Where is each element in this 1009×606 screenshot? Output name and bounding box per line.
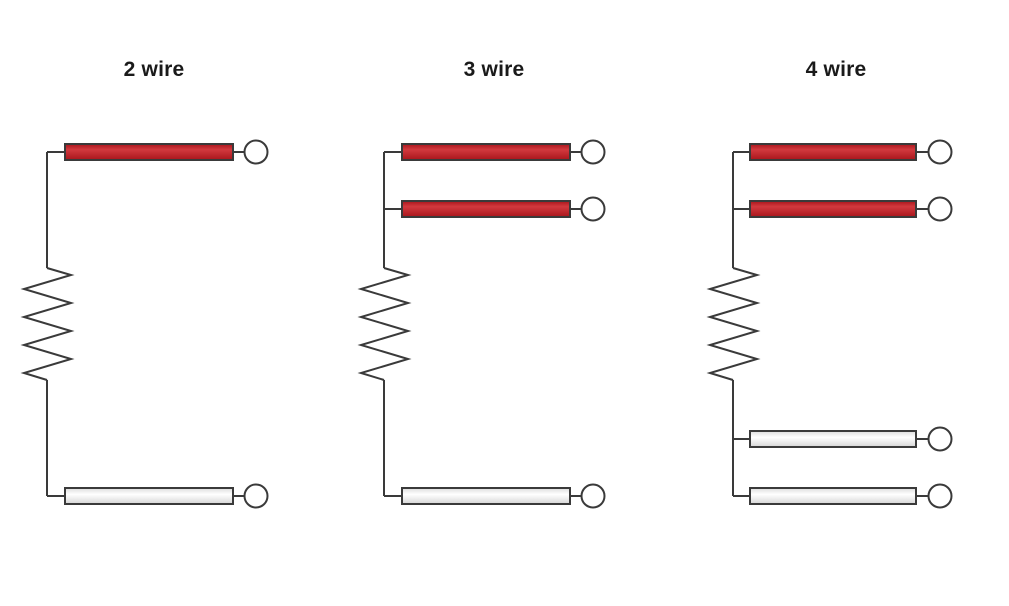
schematic-2-wire xyxy=(20,139,269,509)
terminal-circle-icon xyxy=(243,139,269,165)
terminal-circle-icon xyxy=(580,483,606,509)
terminal-circle-icon xyxy=(243,483,269,509)
red-lead-2 xyxy=(733,196,953,222)
terminal-circle-icon xyxy=(580,139,606,165)
white-lead-insulation xyxy=(749,430,917,448)
terminal-circle-icon xyxy=(580,196,606,222)
white-lead-3 xyxy=(384,483,606,509)
resistor-zigzag-icon xyxy=(706,267,761,381)
white-lead-2 xyxy=(47,483,269,509)
terminal-circle-icon xyxy=(927,139,953,165)
red-lead-1 xyxy=(47,139,269,165)
two-wire-title: 2 wire xyxy=(123,58,185,81)
four-wire-title: 4 wire xyxy=(805,58,867,81)
white-lead-insulation xyxy=(64,487,234,505)
resistor-zigzag-icon xyxy=(357,267,412,381)
terminal-circle-icon xyxy=(927,196,953,222)
terminal-circle-icon xyxy=(927,483,953,509)
white-lead-3 xyxy=(733,426,953,452)
terminal-circle-icon xyxy=(927,426,953,452)
red-lead-insulation xyxy=(401,143,571,161)
red-lead-insulation xyxy=(749,200,917,218)
red-lead-insulation xyxy=(64,143,234,161)
red-lead-insulation xyxy=(749,143,917,161)
red-lead-1 xyxy=(384,139,606,165)
three-wire-title: 3 wire xyxy=(463,58,525,81)
resistor-zigzag-icon xyxy=(20,267,75,381)
red-lead-insulation xyxy=(401,200,571,218)
red-lead-1 xyxy=(733,139,953,165)
white-lead-insulation xyxy=(401,487,571,505)
white-lead-insulation xyxy=(749,487,917,505)
white-lead-4 xyxy=(733,483,953,509)
schematic-3-wire xyxy=(357,139,606,509)
schematic-4-wire xyxy=(706,139,953,509)
red-lead-2 xyxy=(384,196,606,222)
